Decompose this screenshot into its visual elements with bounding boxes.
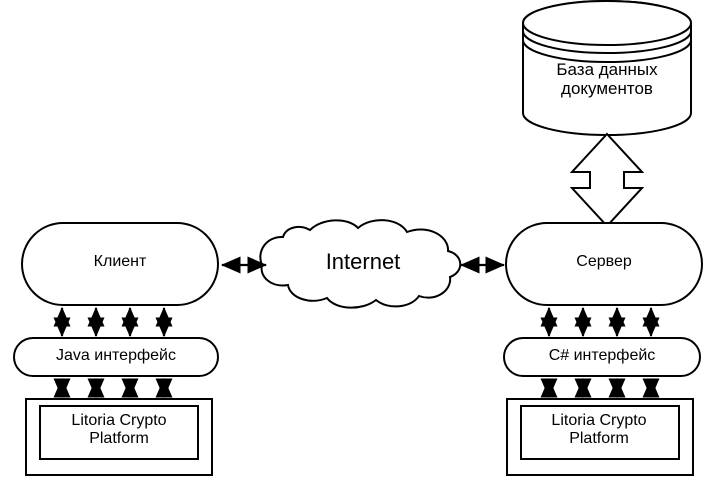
java-litoria-connectors — [53, 377, 173, 399]
client-java-connectors — [53, 306, 173, 338]
database-node[interactable] — [522, 0, 692, 136]
java-interface-node[interactable] — [13, 337, 219, 377]
client-node[interactable] — [21, 222, 219, 306]
csharp-interface-node[interactable] — [503, 337, 701, 377]
server-csharp-connectors — [540, 306, 660, 338]
csharp-litoria-connectors — [540, 377, 660, 399]
litoria-client-node[interactable] — [25, 398, 213, 476]
server-database-block-arrow — [569, 132, 645, 228]
internet-cloud-node[interactable] — [259, 219, 462, 309]
litoria-server-node[interactable] — [506, 398, 694, 476]
server-node[interactable] — [505, 222, 703, 306]
